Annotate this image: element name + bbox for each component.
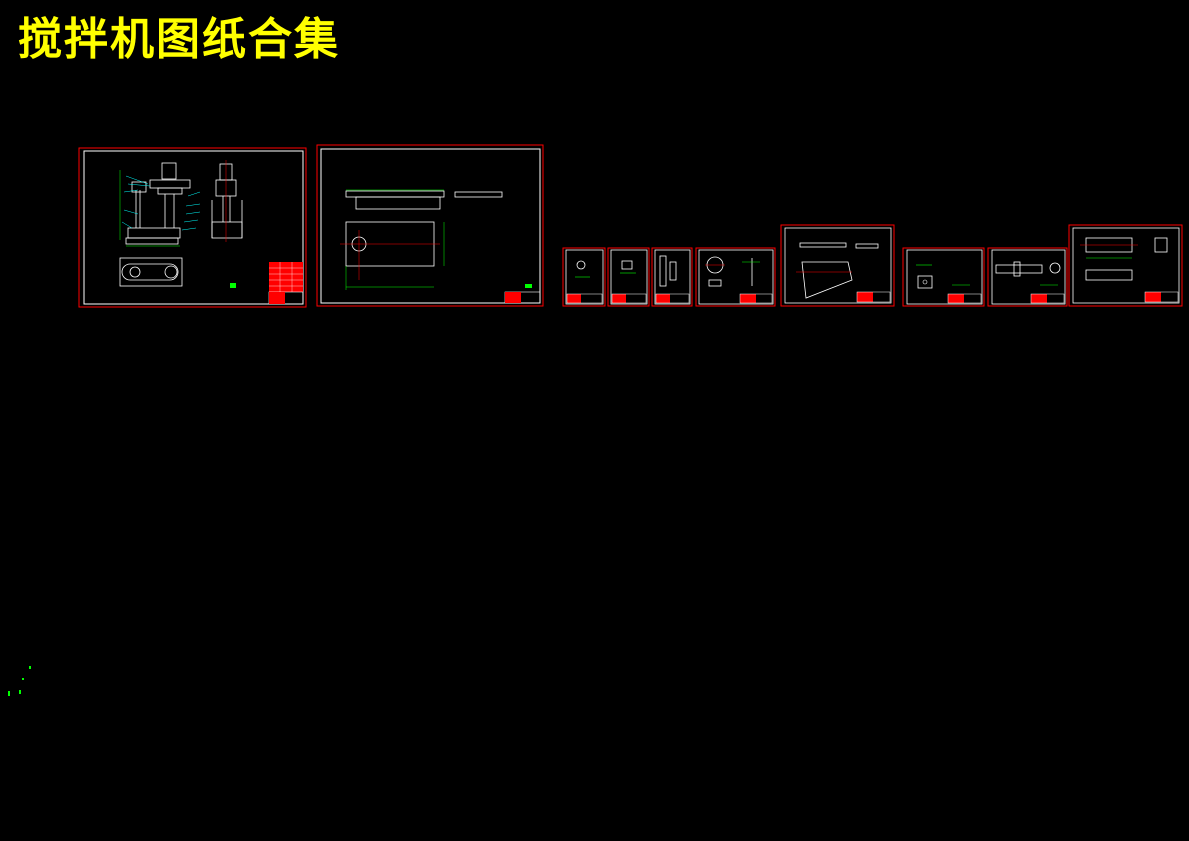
- title-block: [739, 293, 773, 304]
- part-view-roller-side: [1154, 237, 1168, 253]
- title-block-fill: [505, 292, 521, 303]
- stray-marks: [8, 666, 31, 696]
- title-block-fill: [612, 294, 626, 303]
- sheet-frame: [1068, 224, 1183, 307]
- part-view-section: [708, 279, 722, 287]
- parts-list: [269, 262, 303, 292]
- parts-list-lines: [269, 262, 303, 292]
- part-view: [917, 275, 933, 289]
- sheet-frame: [607, 247, 650, 307]
- sheet-border: [610, 249, 648, 305]
- part-view: [659, 255, 667, 287]
- title-block-fill: [656, 294, 670, 303]
- sheet-border: [565, 249, 604, 305]
- title-block: [611, 293, 647, 304]
- sheet-part-7[interactable]: [987, 247, 1068, 307]
- part-view-end: [1049, 262, 1061, 274]
- sheet-part-8[interactable]: [1068, 224, 1183, 307]
- title-block: [1030, 293, 1065, 304]
- sheet-border: [991, 249, 1066, 305]
- sheet-assembly[interactable]: [78, 147, 307, 308]
- sheet-part-6[interactable]: [902, 247, 985, 307]
- sheet-frame: [651, 247, 693, 307]
- title-block: [947, 293, 982, 304]
- sheet-frame: [780, 224, 895, 307]
- part-view-shaft-side: [855, 243, 879, 249]
- base-plate-front-view: [345, 190, 503, 267]
- title-block-fill: [1145, 292, 1161, 302]
- sheet-part-5[interactable]: [780, 224, 895, 307]
- part-view-plate: [1085, 269, 1133, 281]
- sheet-part-2[interactable]: [607, 247, 650, 307]
- part-view-hole: [922, 279, 928, 285]
- sheet-border: [654, 249, 691, 305]
- green-marker: [230, 283, 236, 288]
- sheet-border: [320, 148, 541, 304]
- sheet-base-plate[interactable]: [316, 144, 544, 307]
- assembly-top-view: [119, 257, 183, 287]
- part-view-collar: [1013, 261, 1021, 277]
- sheet-border: [906, 249, 983, 305]
- part-view-shaft: [799, 242, 847, 248]
- title-block-fill: [269, 292, 285, 304]
- title-block-fill: [857, 292, 873, 302]
- part-view-plate: [801, 261, 853, 299]
- title-block-fill: [740, 294, 756, 303]
- title-block: [655, 293, 690, 304]
- sheet-frame: [902, 247, 985, 307]
- sheet-part-4[interactable]: [695, 247, 776, 307]
- title-block: [566, 293, 603, 304]
- assembly-side-view: [211, 163, 243, 239]
- sheet-part-3[interactable]: [651, 247, 693, 307]
- part-view: [621, 260, 633, 270]
- title-block: [856, 291, 891, 303]
- title-block-fill: [948, 294, 964, 303]
- base-plate-dimensions: [345, 189, 445, 290]
- sheet-part-1[interactable]: [562, 247, 606, 307]
- sheet-border: [784, 227, 892, 304]
- sheet-border: [1072, 227, 1180, 304]
- sheet-frame: [987, 247, 1068, 307]
- sheet-border: [698, 249, 774, 305]
- assembly-leader-lines: [121, 175, 201, 231]
- sheet-border: [83, 150, 304, 305]
- sheet-frame: [562, 247, 606, 307]
- title-block-fill: [1031, 294, 1047, 303]
- green-marker: [525, 284, 532, 288]
- sheet-frame: [695, 247, 776, 307]
- title-block: [1144, 291, 1179, 303]
- assembly-dimensions: [119, 170, 180, 247]
- part-view-side: [669, 261, 677, 281]
- part-view-shaft: [995, 264, 1043, 274]
- title-block-fill: [567, 294, 581, 303]
- sheet-frame: [78, 147, 307, 308]
- assembly-front-view: [125, 162, 191, 245]
- drawing-collection-title: 搅拌机图纸合集: [18, 14, 340, 65]
- part-view: [576, 260, 586, 270]
- sheet-frame: [316, 144, 544, 307]
